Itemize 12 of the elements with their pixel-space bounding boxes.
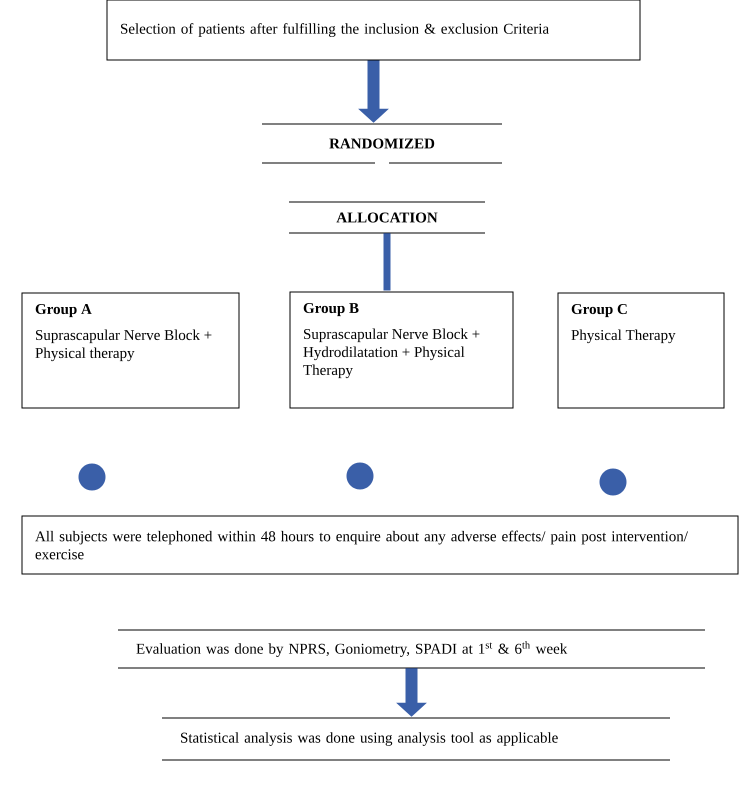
ruled-text-band: Statistical analysis was done using analysis tool as applicable bbox=[162, 718, 670, 760]
group-box: Group C Physical Therapy bbox=[558, 292, 724, 408]
process-box: All subjects were telephoned within 48 hours to enquire about any adverse effects/ pain post intervention/ exercise bbox=[22, 516, 738, 574]
ruled-text-band: ALLOCATION bbox=[288, 202, 486, 234]
process-box: Selection of patients after fulfilling the inclusion & exclusion Criteria bbox=[106, 0, 640, 60]
ruled-text-band: RANDOMIZED bbox=[262, 124, 502, 164]
group-box: Group A Suprascapular Nerve Block + Physical therapy bbox=[22, 292, 240, 408]
circle-marker bbox=[346, 462, 374, 490]
group-box: Group B Suprascapular Nerve Block + Hydrodilatation + Physical Therapy bbox=[290, 292, 514, 408]
circle-marker bbox=[600, 468, 626, 496]
circle-marker bbox=[78, 464, 106, 490]
ruled-text-band: Evaluation was done by NPRS, Goniometry, SPADI at 1$^{st}$ & 6$^{th}$ week bbox=[118, 630, 706, 668]
